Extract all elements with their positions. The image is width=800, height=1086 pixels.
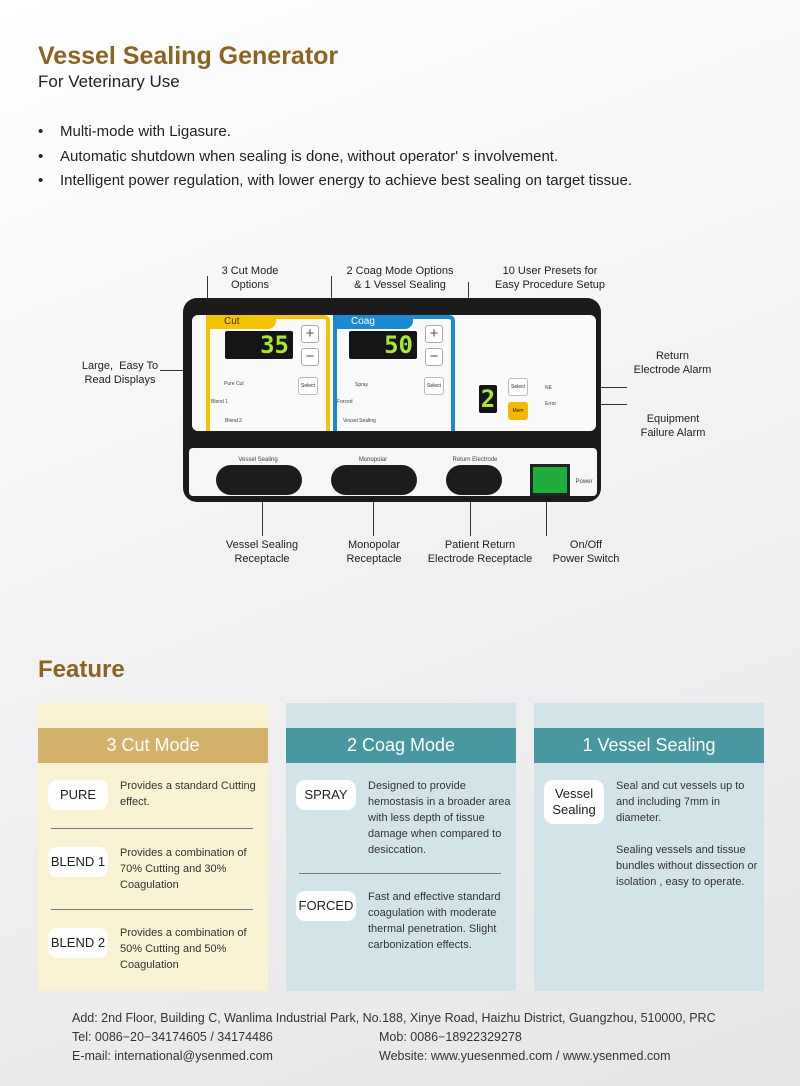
return-electrode-receptacle[interactable] xyxy=(446,465,502,495)
coag-select-button[interactable]: Select xyxy=(424,377,444,395)
tag-forced: FORCED xyxy=(296,891,356,921)
cut-minus-button[interactable]: − xyxy=(301,348,319,366)
feature-card-coag: 2 Coag Mode SPRAY Designed to provide he… xyxy=(286,703,516,991)
callout-displays: Large, Easy To Read Displays xyxy=(81,360,159,386)
error-indicator: Error xyxy=(545,401,557,407)
tag-vessel-sealing: Vessel Sealing xyxy=(544,780,604,824)
mode-blend-1: Blend 1 xyxy=(211,399,228,405)
bullet-item: •Automatic shutdown when sealing is done… xyxy=(38,148,559,165)
tag-blend-2: BLEND 2 xyxy=(48,928,108,958)
feature-card-vessel: 1 Vessel Sealing Vessel Sealing Seal and… xyxy=(534,703,764,991)
footer-address: Add: 2nd Floor, Building C, Wanlima Indu… xyxy=(72,1011,716,1025)
mode-forced: Forced xyxy=(337,399,353,405)
cut-label: Cut xyxy=(206,315,276,329)
preset-select-button[interactable]: Select xyxy=(508,378,528,396)
callout-return-alarm: Return Electrode Alarm xyxy=(633,350,712,376)
tag-spray: SPRAY xyxy=(296,780,356,810)
cut-display: 35 xyxy=(225,331,293,359)
desc: Provides a combination of 50% Cutting an… xyxy=(120,927,247,971)
desc: Fast and effective standard coagulation … xyxy=(368,891,501,951)
footer-email[interactable]: E-mail: international@ysenmed.com xyxy=(72,1049,273,1063)
card-header: 2 Coag Mode xyxy=(286,728,516,763)
coag-minus-button[interactable]: − xyxy=(425,348,443,366)
callout-power-switch: On/Off Power Switch xyxy=(552,539,620,565)
feature-title: Feature xyxy=(38,656,125,683)
feature-card-cut: 3 Cut Mode PURE Provides a standard Cutt… xyxy=(38,703,268,991)
desc: Designed to provide hemostasis in a broa… xyxy=(368,780,511,856)
mode-spray: Spray xyxy=(355,382,369,388)
cut-plus-button[interactable]: + xyxy=(301,325,319,343)
callout-vs-receptacle: Vessel Sealing Receptacle xyxy=(225,539,299,565)
footer-tel: Tel: 0086−20−34174605 / 34174486 xyxy=(72,1030,273,1044)
receptacle-label: Return Electrode xyxy=(452,457,498,463)
callout-failure-alarm: Equipment Failure Alarm xyxy=(640,413,706,439)
page-title: Vessel Sealing Generator xyxy=(38,42,339,70)
callout-return-receptacle: Patient Return Electrode Receptacle xyxy=(427,539,533,565)
desc: Seal and cut vessels up to and including… xyxy=(616,780,745,824)
card-header: 1 Vessel Sealing xyxy=(534,728,764,763)
coag-label: Coag xyxy=(333,315,413,329)
mode-pure-cut: Pure Cut xyxy=(224,381,244,387)
coag-plus-button[interactable]: + xyxy=(425,325,443,343)
vessel-sealing-receptacle[interactable] xyxy=(216,465,302,495)
coag-display: 50 xyxy=(349,331,417,359)
tag-blend-1: BLEND 1 xyxy=(48,847,108,877)
mem-button[interactable]: Mem xyxy=(508,402,528,420)
mode-blend-2: Blend 2 xyxy=(225,418,242,424)
footer-website[interactable]: Website: www.yuesenmed.com / www.ysenmed… xyxy=(379,1049,671,1063)
mode-vessel-sealing: Vessel Sealing xyxy=(343,418,376,424)
callout-coag-modes: 2 Coag Mode Options & 1 Vessel Sealing xyxy=(346,265,454,291)
callout-cut-modes: 3 Cut Mode Options xyxy=(221,265,279,291)
ne-indicator: NE xyxy=(545,385,552,391)
callout-presets: 10 User Presets for Easy Procedure Setup xyxy=(494,265,606,291)
receptacle-label: Vessel Sealing xyxy=(238,457,278,463)
subtitle: For Veterinary Use xyxy=(38,72,180,91)
bullet-item: •Intelligent power regulation, with lowe… xyxy=(38,172,632,189)
card-header: 3 Cut Mode xyxy=(38,728,268,763)
power-label: Power xyxy=(575,479,593,485)
tag-pure: PURE xyxy=(48,780,108,810)
footer-mob: Mob: 0086−18922329278 xyxy=(379,1030,522,1044)
desc: Provides a combination of 70% Cutting an… xyxy=(120,847,247,891)
monopolar-receptacle[interactable] xyxy=(331,465,417,495)
receptacle-label: Monopolar xyxy=(358,457,388,463)
bullet-item: •Multi-mode with Ligasure. xyxy=(38,123,231,140)
power-switch[interactable] xyxy=(530,464,570,496)
desc: Provides a standard Cutting effect. xyxy=(120,780,256,808)
callout-mono-receptacle: Monopolar Receptacle xyxy=(346,539,402,565)
preset-display: 2 xyxy=(479,385,497,413)
desc: Sealing vessels and tissue bundles witho… xyxy=(616,844,758,888)
cut-select-button[interactable]: Select xyxy=(298,377,318,395)
